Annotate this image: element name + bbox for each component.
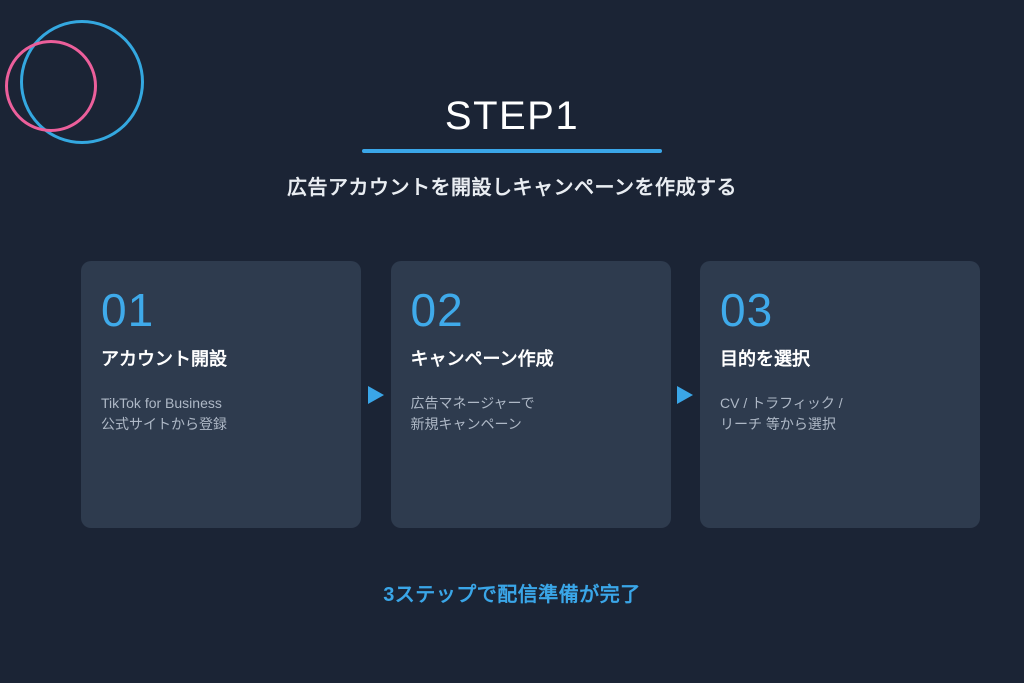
title-underline [362, 149, 662, 153]
step-description: CV / トラフィック / リーチ 等から選択 [720, 395, 843, 432]
step-title: 目的を選択 [720, 349, 810, 369]
step-number: 02 [410, 284, 464, 336]
step-arrow-2 [671, 261, 701, 528]
footer-note: 3ステップで配信準備が完了 [383, 584, 641, 606]
steps-row: 01 アカウント開設 TikTok for Business 公式サイトから登録… [81, 261, 980, 528]
step-title: キャンペーン作成 [410, 349, 554, 369]
step-description: TikTok for Business 公式サイトから登録 [101, 395, 227, 432]
step-description: 広告マネージャーで 新規キャンペーン [410, 395, 535, 432]
arrow-right-triangle-icon [367, 385, 384, 404]
step-card-03[interactable]: 03 目的を選択 CV / トラフィック / リーチ 等から選択 [700, 261, 980, 528]
step-card-02[interactable]: 02 キャンペーン作成 広告マネージャーで 新規キャンペーン [390, 261, 671, 528]
step-title: アカウント開設 [101, 349, 227, 369]
arrow-right-triangle-icon [677, 385, 694, 404]
page-title: STEP1 [444, 94, 580, 138]
step-number: 03 [720, 284, 774, 336]
pink-circle-icon [5, 40, 97, 132]
page-subtitle: 広告アカウントを開設しキャンペーンを作成する [287, 177, 737, 199]
header: STEP1 広告アカウントを開設しキャンペーンを作成する [0, 92, 1024, 200]
logo-mark [0, 0, 160, 160]
step-card-01[interactable]: 01 アカウント開設 TikTok for Business 公式サイトから登録 [81, 261, 361, 528]
step-number: 01 [101, 284, 155, 336]
step-arrow-1 [361, 261, 391, 528]
